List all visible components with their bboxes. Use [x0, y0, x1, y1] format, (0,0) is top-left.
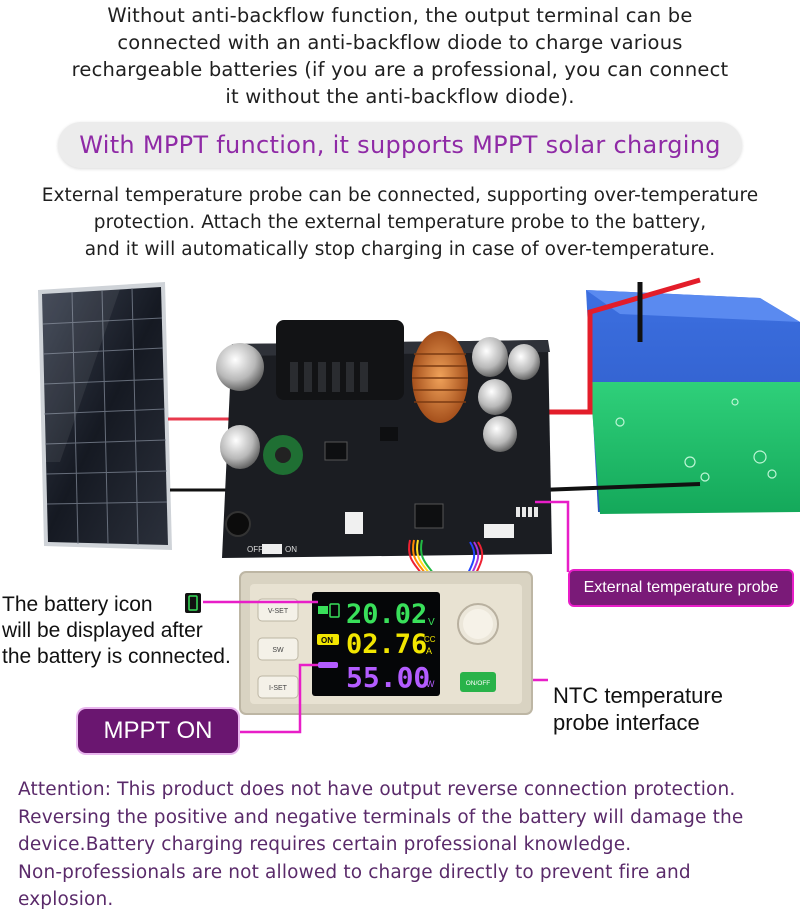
- attention-line: Non-professionals are not allowed to cha…: [18, 861, 691, 883]
- mppt-on-callout: [78, 709, 238, 753]
- board-off-label: OFF: [247, 545, 263, 554]
- probe-line: and it will automatically stop charging …: [84, 239, 716, 260]
- cc-badge: CC: [424, 635, 436, 644]
- intro-line: rechargeable batteries (if you are a pro…: [71, 58, 729, 81]
- power-readout: 55.00: [346, 661, 430, 694]
- battery: [586, 290, 800, 514]
- onoff-button[interactable]: ON/OFF: [466, 680, 491, 687]
- ntc-interface-label: NTC temperature probe interface: [553, 682, 793, 736]
- battery-icon-line: the battery is connected.: [2, 645, 231, 668]
- attention-line: Reversing the positive and negative term…: [18, 806, 744, 828]
- current-readout: 02.76: [346, 629, 427, 660]
- ntc-line: NTC temperature: [553, 683, 723, 708]
- probe-line: protection. Attach the external temperat…: [93, 212, 707, 233]
- attention-line: Attention: This product does not have ou…: [18, 779, 736, 800]
- display-module: 20.02 V 02.76 CC A 55.00 W ON V-SET SW I…: [239, 571, 533, 715]
- power-unit: W: [426, 679, 435, 689]
- iset-button[interactable]: I-SET: [269, 685, 288, 692]
- attention-line: explosion.: [18, 889, 114, 910]
- probe-line: External temperature probe can be connec…: [41, 185, 759, 206]
- mppt-banner-text: With MPPT function, it supports MPPT sol…: [79, 131, 721, 159]
- board-on-label: ON: [285, 545, 297, 554]
- sw-button[interactable]: SW: [272, 647, 284, 654]
- intro-paragraph: Without anti-backflow function, the outp…: [0, 2, 800, 110]
- speaker-icon: [318, 606, 328, 614]
- battery-icon: [188, 595, 198, 611]
- mppt-on-label: MPPT ON: [103, 717, 213, 744]
- battery-icon-line: will be displayed after: [2, 619, 203, 642]
- intro-line: it without the anti-backflow diode).: [225, 85, 575, 108]
- product-illustration: OFF ON 20.02 V 02.76 CC A 55.00 W ON: [38, 277, 800, 734]
- mppt-indicator: [318, 662, 338, 668]
- voltage-readout: 20.02: [346, 599, 427, 630]
- on-badge-bg: [317, 634, 339, 645]
- attention-line: device.Battery charging requires certain…: [18, 834, 632, 855]
- mppt-banner: [58, 122, 742, 168]
- attention-paragraph: Attention: This product does not have ou…: [18, 776, 788, 914]
- ntc-line: probe interface: [553, 710, 700, 735]
- vset-button[interactable]: V-SET: [268, 608, 289, 615]
- probe-paragraph: External temperature probe can be connec…: [0, 182, 800, 263]
- intro-line: Without anti-backflow function, the outp…: [107, 4, 693, 27]
- voltage-unit: V: [428, 617, 435, 628]
- current-unit: A: [426, 646, 432, 656]
- battery-icon-label: The battery icon will be displayed after…: [2, 592, 262, 670]
- battery-icon: [329, 603, 340, 618]
- circuit-board: OFF ON: [216, 320, 552, 558]
- on-badge: ON: [321, 636, 333, 645]
- temperature-probe-label: External temperature probe: [568, 569, 794, 607]
- solar-panel: [38, 282, 172, 550]
- battery-icon-line: The battery icon: [2, 593, 153, 616]
- intro-line: connected with an anti-backflow diode to…: [117, 31, 683, 54]
